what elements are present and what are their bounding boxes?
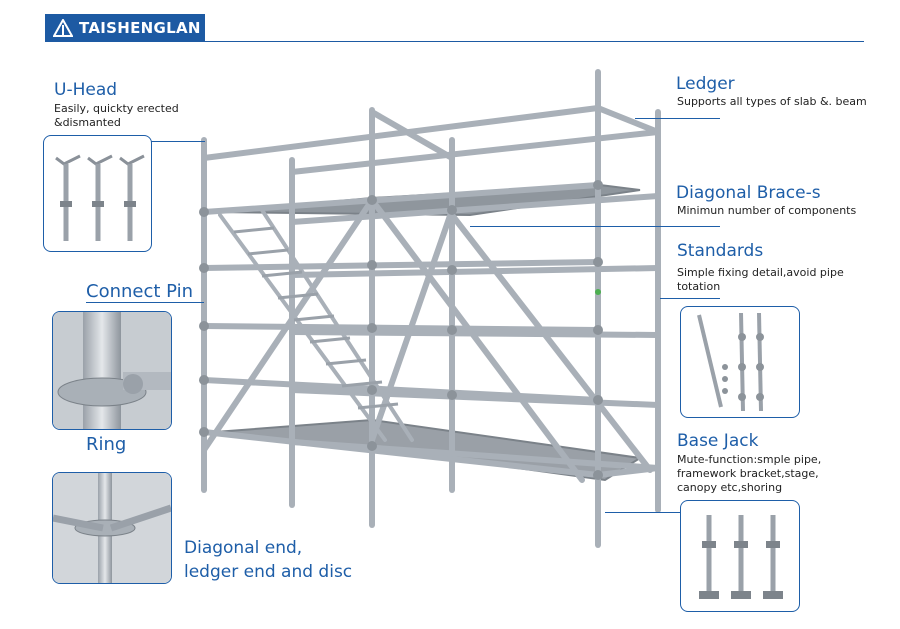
ledger-leader — [635, 118, 720, 119]
header-divider — [200, 41, 864, 42]
uhead-photo — [43, 135, 152, 252]
standards-title: Standards — [677, 241, 764, 261]
base-jack-photo — [680, 500, 800, 612]
uhead-leader — [150, 141, 205, 142]
uhead-title: U-Head — [54, 80, 118, 100]
brand-logo-icon — [53, 19, 73, 37]
diagonal-brace-desc: Minimun number of components — [677, 204, 857, 217]
ring-title: Ring — [86, 434, 127, 455]
diagonal-brace-leader — [470, 226, 720, 227]
standards-part-icon — [697, 312, 764, 412]
diagonal-end-title: Diagonal end, ledger end and disc — [184, 538, 353, 582]
base-jack-desc: Mute-function:smple pipe, framework brac… — [677, 453, 822, 494]
base-jack-leader — [605, 512, 720, 513]
uhead-desc: Easily, quickty erected &dismanted — [54, 102, 179, 129]
connect-pin-title: Connect Pin — [86, 281, 194, 302]
diagonal-end-photo — [52, 472, 172, 584]
base-jack-title: Base Jack — [677, 431, 759, 451]
ring-part-icon — [53, 312, 171, 429]
ledger-desc: Supports all types of slab &. beam — [677, 95, 867, 108]
brand-name: TAISHENGLAN — [79, 19, 201, 37]
standards-leader — [660, 298, 720, 299]
base-jack-part-icon — [699, 515, 783, 599]
standards-desc: Simple fixing detail,avoid pipe totation — [677, 266, 844, 293]
uhead-part-icon — [55, 154, 145, 241]
standards-photo — [680, 306, 800, 418]
diagonal-brace-title: Diagonal Brace-s — [676, 183, 821, 203]
disc-part-icon — [53, 473, 171, 583]
connect-pin-photo — [52, 311, 172, 430]
brand-banner: TAISHENGLAN — [45, 14, 205, 42]
ledger-title: Ledger — [676, 74, 735, 94]
connect-pin-leader — [86, 302, 204, 303]
